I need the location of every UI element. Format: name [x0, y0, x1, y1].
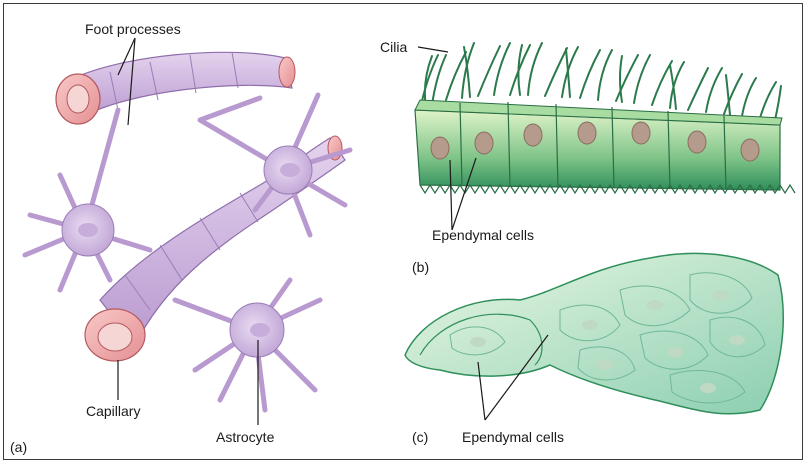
panel-b-artwork [415, 43, 795, 230]
ependymal-cells-b-label: Ependymal cells [432, 228, 534, 242]
cilia-label: Cilia [380, 40, 407, 54]
panel-a-label: (a) [10, 440, 27, 454]
foot-processes-label: Foot processes [85, 22, 181, 36]
upper-capillary [56, 52, 295, 124]
flat-ependymal-sheet [405, 253, 783, 413]
panel-c-artwork [405, 253, 783, 420]
panel-c-label: (c) [412, 430, 428, 444]
cilia-leader [418, 47, 448, 52]
astrocyte-left [25, 110, 150, 290]
capillary-label: Capillary [86, 404, 140, 418]
panel-a-artwork [25, 38, 350, 425]
astrocyte-label: Astrocyte [216, 430, 274, 444]
ependymal-cells-c-label: Ependymal cells [462, 430, 564, 444]
panel-b-label: (b) [412, 260, 429, 274]
